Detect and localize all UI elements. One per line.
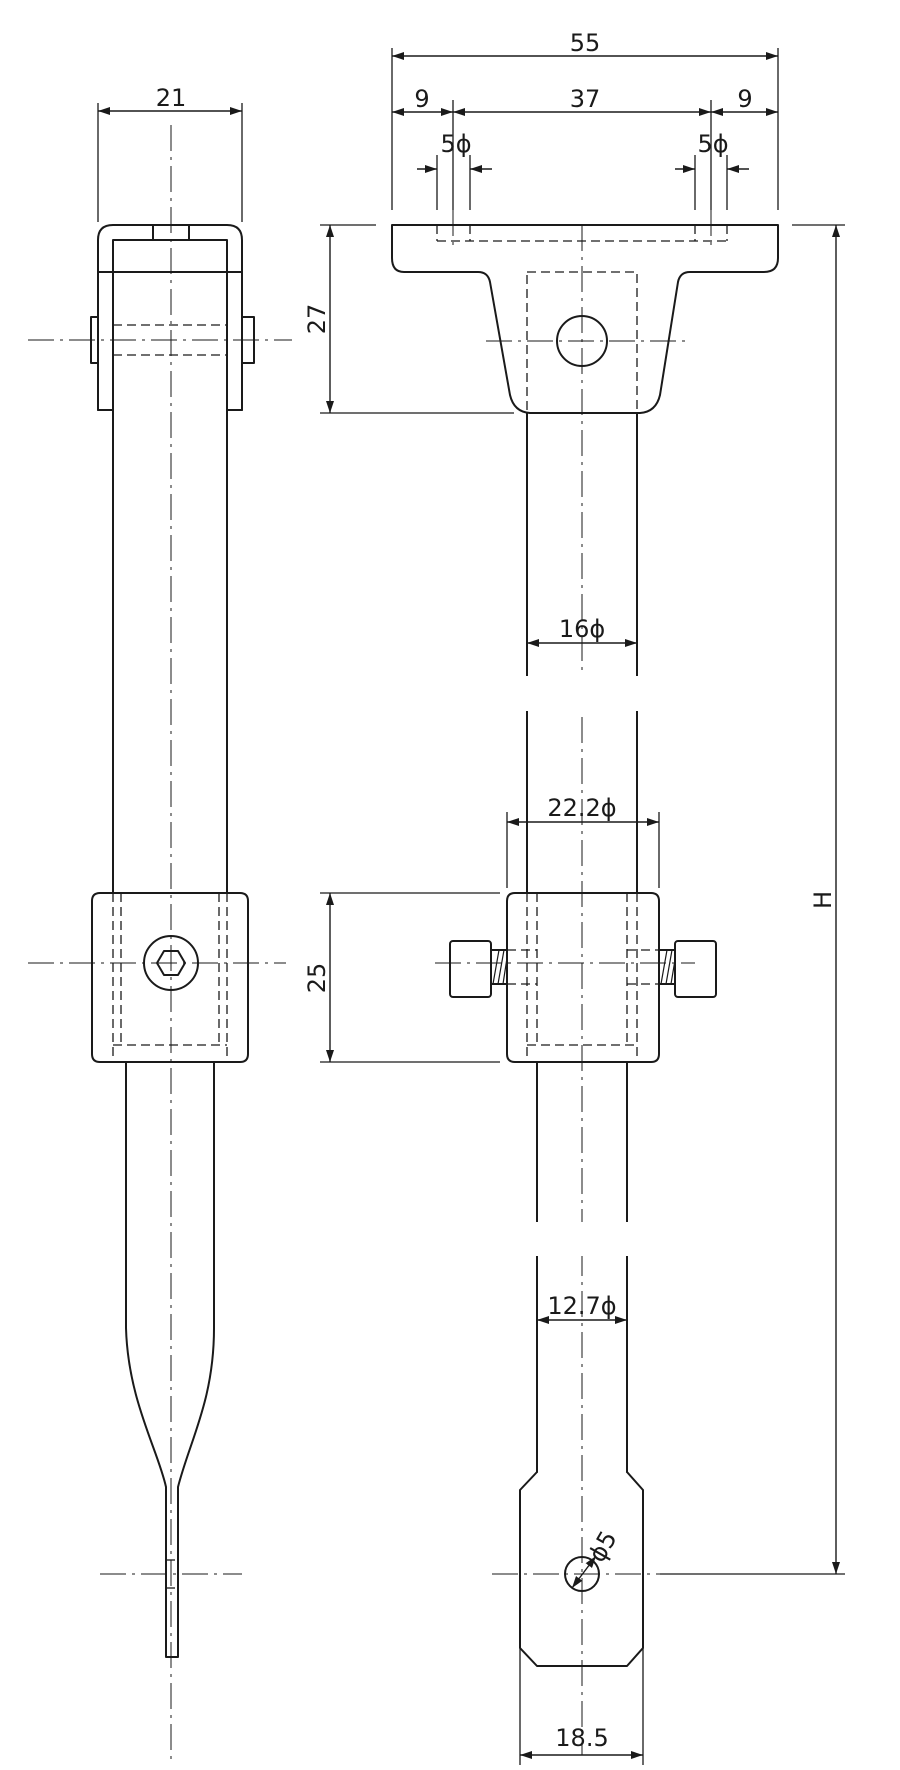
- dim-tip-width: 18.5: [555, 1724, 608, 1752]
- dim-clamp-dia: 22.2ϕ: [547, 794, 616, 822]
- dim-hole-spacing: 37: [570, 85, 601, 113]
- front-bracket: [391, 224, 779, 414]
- dim-overall-height: H: [809, 891, 837, 909]
- dim-left-offset: 9: [414, 85, 429, 113]
- front-rod-break: [515, 676, 649, 711]
- side-lower-rod: [125, 1061, 215, 1658]
- dim-hole-left: 5ϕ: [440, 130, 471, 158]
- dim-clamp-height: 25: [303, 963, 331, 994]
- front-screw-left-head: [449, 940, 492, 998]
- side-view: 21: [28, 84, 292, 1760]
- side-pin-right-head: [241, 316, 255, 364]
- dim-upper-rod-dia: 16ϕ: [559, 615, 605, 643]
- dim-right-offset: 9: [737, 85, 752, 113]
- side-bracket-inner: [112, 239, 228, 411]
- front-view: ϕ5 55 9 37 9 5ϕ 5ϕ 27 16ϕ: [303, 29, 845, 1765]
- side-hex-socket-icon: [156, 950, 186, 976]
- dim-lower-rod-dia: 12.7ϕ: [547, 1292, 616, 1320]
- side-bracket: [97, 224, 243, 411]
- dim-hole-right: 5ϕ: [697, 130, 728, 158]
- side-clamp-block: [91, 892, 249, 1063]
- side-socket-screw-circle: [143, 935, 199, 991]
- dim-side-width: 21: [156, 84, 187, 112]
- front-screw-right-head: [674, 940, 717, 998]
- dim-overall-width: 55: [570, 29, 601, 57]
- front-clamp-block: [506, 892, 660, 1063]
- front-pin-bore: [556, 315, 608, 367]
- dim-bracket-height: 27: [303, 304, 331, 335]
- front-screw-left-thread: [492, 949, 508, 985]
- side-pin-left-head: [90, 316, 99, 364]
- dim-tip-hole-dia: ϕ5: [583, 1526, 623, 1567]
- side-bracket-top-slot: [152, 224, 190, 241]
- front-tip: [519, 1471, 644, 1667]
- front-lower-rod-break: [525, 1222, 639, 1256]
- dim-tip-hole-leader: [571, 1555, 597, 1589]
- front-screw-right-thread: [660, 949, 676, 985]
